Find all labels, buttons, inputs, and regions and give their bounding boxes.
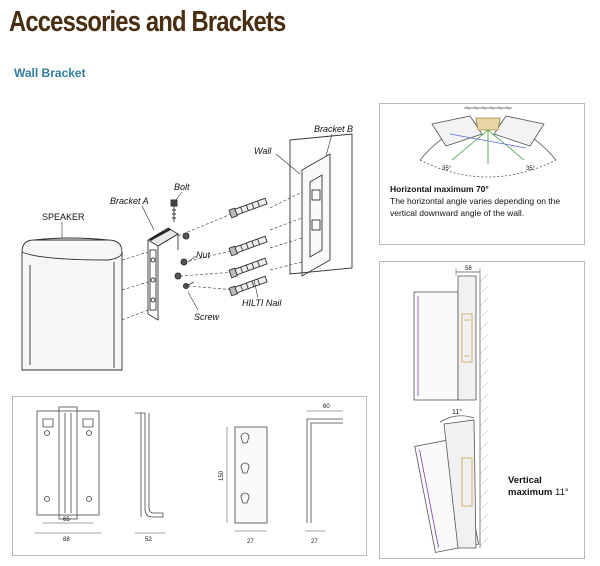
vertical-angle-label: 11° xyxy=(452,408,462,416)
screw-label: Screw xyxy=(194,312,220,322)
angle-right-label: 35° xyxy=(526,166,536,172)
vertical-angle-diagram: 58 11° xyxy=(413,266,489,553)
speaker-drawing xyxy=(21,237,123,371)
dim-top-label: 58 xyxy=(465,266,472,272)
screw-drawing xyxy=(182,281,195,290)
dim-front-outer: 88 xyxy=(63,537,70,543)
plate-view-drawing xyxy=(226,426,268,532)
dimensions-panel: 65 88 52 150 27 60 27 xyxy=(12,396,367,556)
nut-label: Nut xyxy=(196,250,211,260)
speaker-label: SPEAKER xyxy=(42,212,85,222)
horizontal-angle-panel: 35° 35° Horizontal maximum 70° The horiz… xyxy=(379,103,585,245)
dim-profile-depth: 60 xyxy=(323,404,330,410)
hilti-nail-drawing xyxy=(228,197,268,297)
side-view-drawing xyxy=(135,412,165,534)
horizontal-description: The horizontal angle varies depending on… xyxy=(390,196,561,218)
exploded-assembly-illustration: SPEAKER Bracket A Bolt Nut Screw Wall Br… xyxy=(21,124,353,371)
hilti-nail-label: HILTI Nail xyxy=(242,298,282,308)
dim-plate-width: 27 xyxy=(247,539,254,545)
vertical-angle-panel: 58 11° Vertical maximum 11° xyxy=(379,261,585,559)
dimension-drawings: 65 88 52 150 27 60 27 xyxy=(35,404,343,545)
bracket-b-drawing xyxy=(301,153,331,277)
dim-profile-width: 27 xyxy=(311,539,318,545)
vertical-title-line1: Vertical xyxy=(508,475,542,486)
horizontal-caption: Horizontal maximum 70° The horizontal an… xyxy=(390,183,580,219)
dim-front-inner: 65 xyxy=(63,517,70,523)
vertical-title-value: 11° xyxy=(555,487,569,498)
front-view-drawing xyxy=(35,406,101,534)
horizontal-title: Horizontal maximum 70° xyxy=(390,184,489,194)
dim-side-depth: 52 xyxy=(145,537,152,543)
nut-drawing xyxy=(174,232,190,280)
bracket-a-drawing xyxy=(147,227,179,321)
bolt-drawing xyxy=(170,199,178,222)
profile-view-drawing xyxy=(305,410,343,532)
bracket-a-label: Bracket A xyxy=(110,196,149,206)
angle-left-label: 35° xyxy=(442,166,452,172)
wall-label: Wall xyxy=(254,146,272,156)
vertical-title-line2: maximum xyxy=(508,487,553,498)
bolt-label: Bolt xyxy=(174,182,190,192)
dim-plate-height: 150 xyxy=(219,470,225,481)
horizontal-angle-diagram: 35° 35° xyxy=(419,105,557,178)
page-title: Accessories and Brackets xyxy=(9,6,286,38)
bracket-b-label: Bracket B xyxy=(314,124,353,134)
section-title: Wall Bracket xyxy=(14,66,86,80)
vertical-caption: Vertical maximum 11° xyxy=(508,475,582,499)
